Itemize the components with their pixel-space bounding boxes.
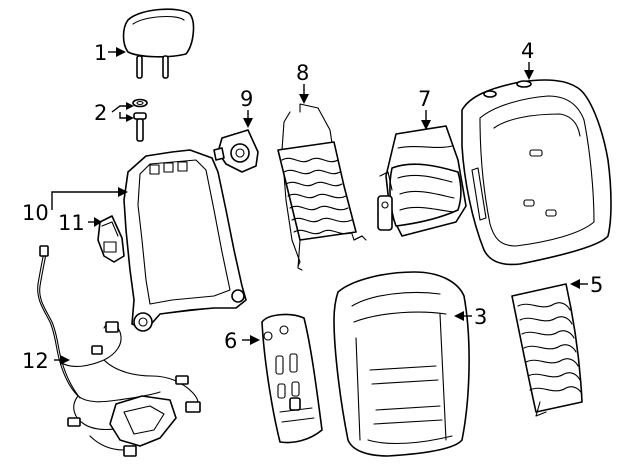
callout-11: 11: [58, 211, 85, 235]
callout-labels: 1 2 3 4 5 6 7 8 9 10 11 12: [22, 39, 603, 373]
callout-12: 12: [22, 349, 49, 373]
part-8-spring-suspension: [277, 103, 367, 271]
part-2-guide: [132, 98, 148, 142]
part-12-wiring-harness: [37, 245, 201, 457]
part-10-seat-frame: [123, 149, 247, 332]
callout-8: 8: [296, 61, 309, 85]
callout-4: 4: [521, 39, 534, 63]
part-6-pad-panel: [261, 313, 323, 444]
leader-lines: [51, 47, 588, 365]
part-5-heater-mat: [511, 283, 583, 417]
part-11-module: [97, 215, 125, 263]
part-1-headrest: [122, 8, 195, 79]
callout-10: 10: [22, 201, 49, 225]
callout-2: 2: [94, 101, 107, 125]
part-9-bracket: [213, 129, 259, 173]
callout-1: 1: [94, 41, 107, 65]
callout-3: 3: [474, 305, 487, 329]
callout-6: 6: [224, 329, 237, 353]
callout-9: 9: [240, 87, 253, 111]
part-4-back-panel: [461, 79, 612, 266]
callout-7: 7: [418, 87, 431, 111]
callout-5: 5: [590, 273, 603, 297]
part-7-lumbar-assembly: [377, 125, 467, 237]
part-3-back-cover: [333, 271, 470, 457]
